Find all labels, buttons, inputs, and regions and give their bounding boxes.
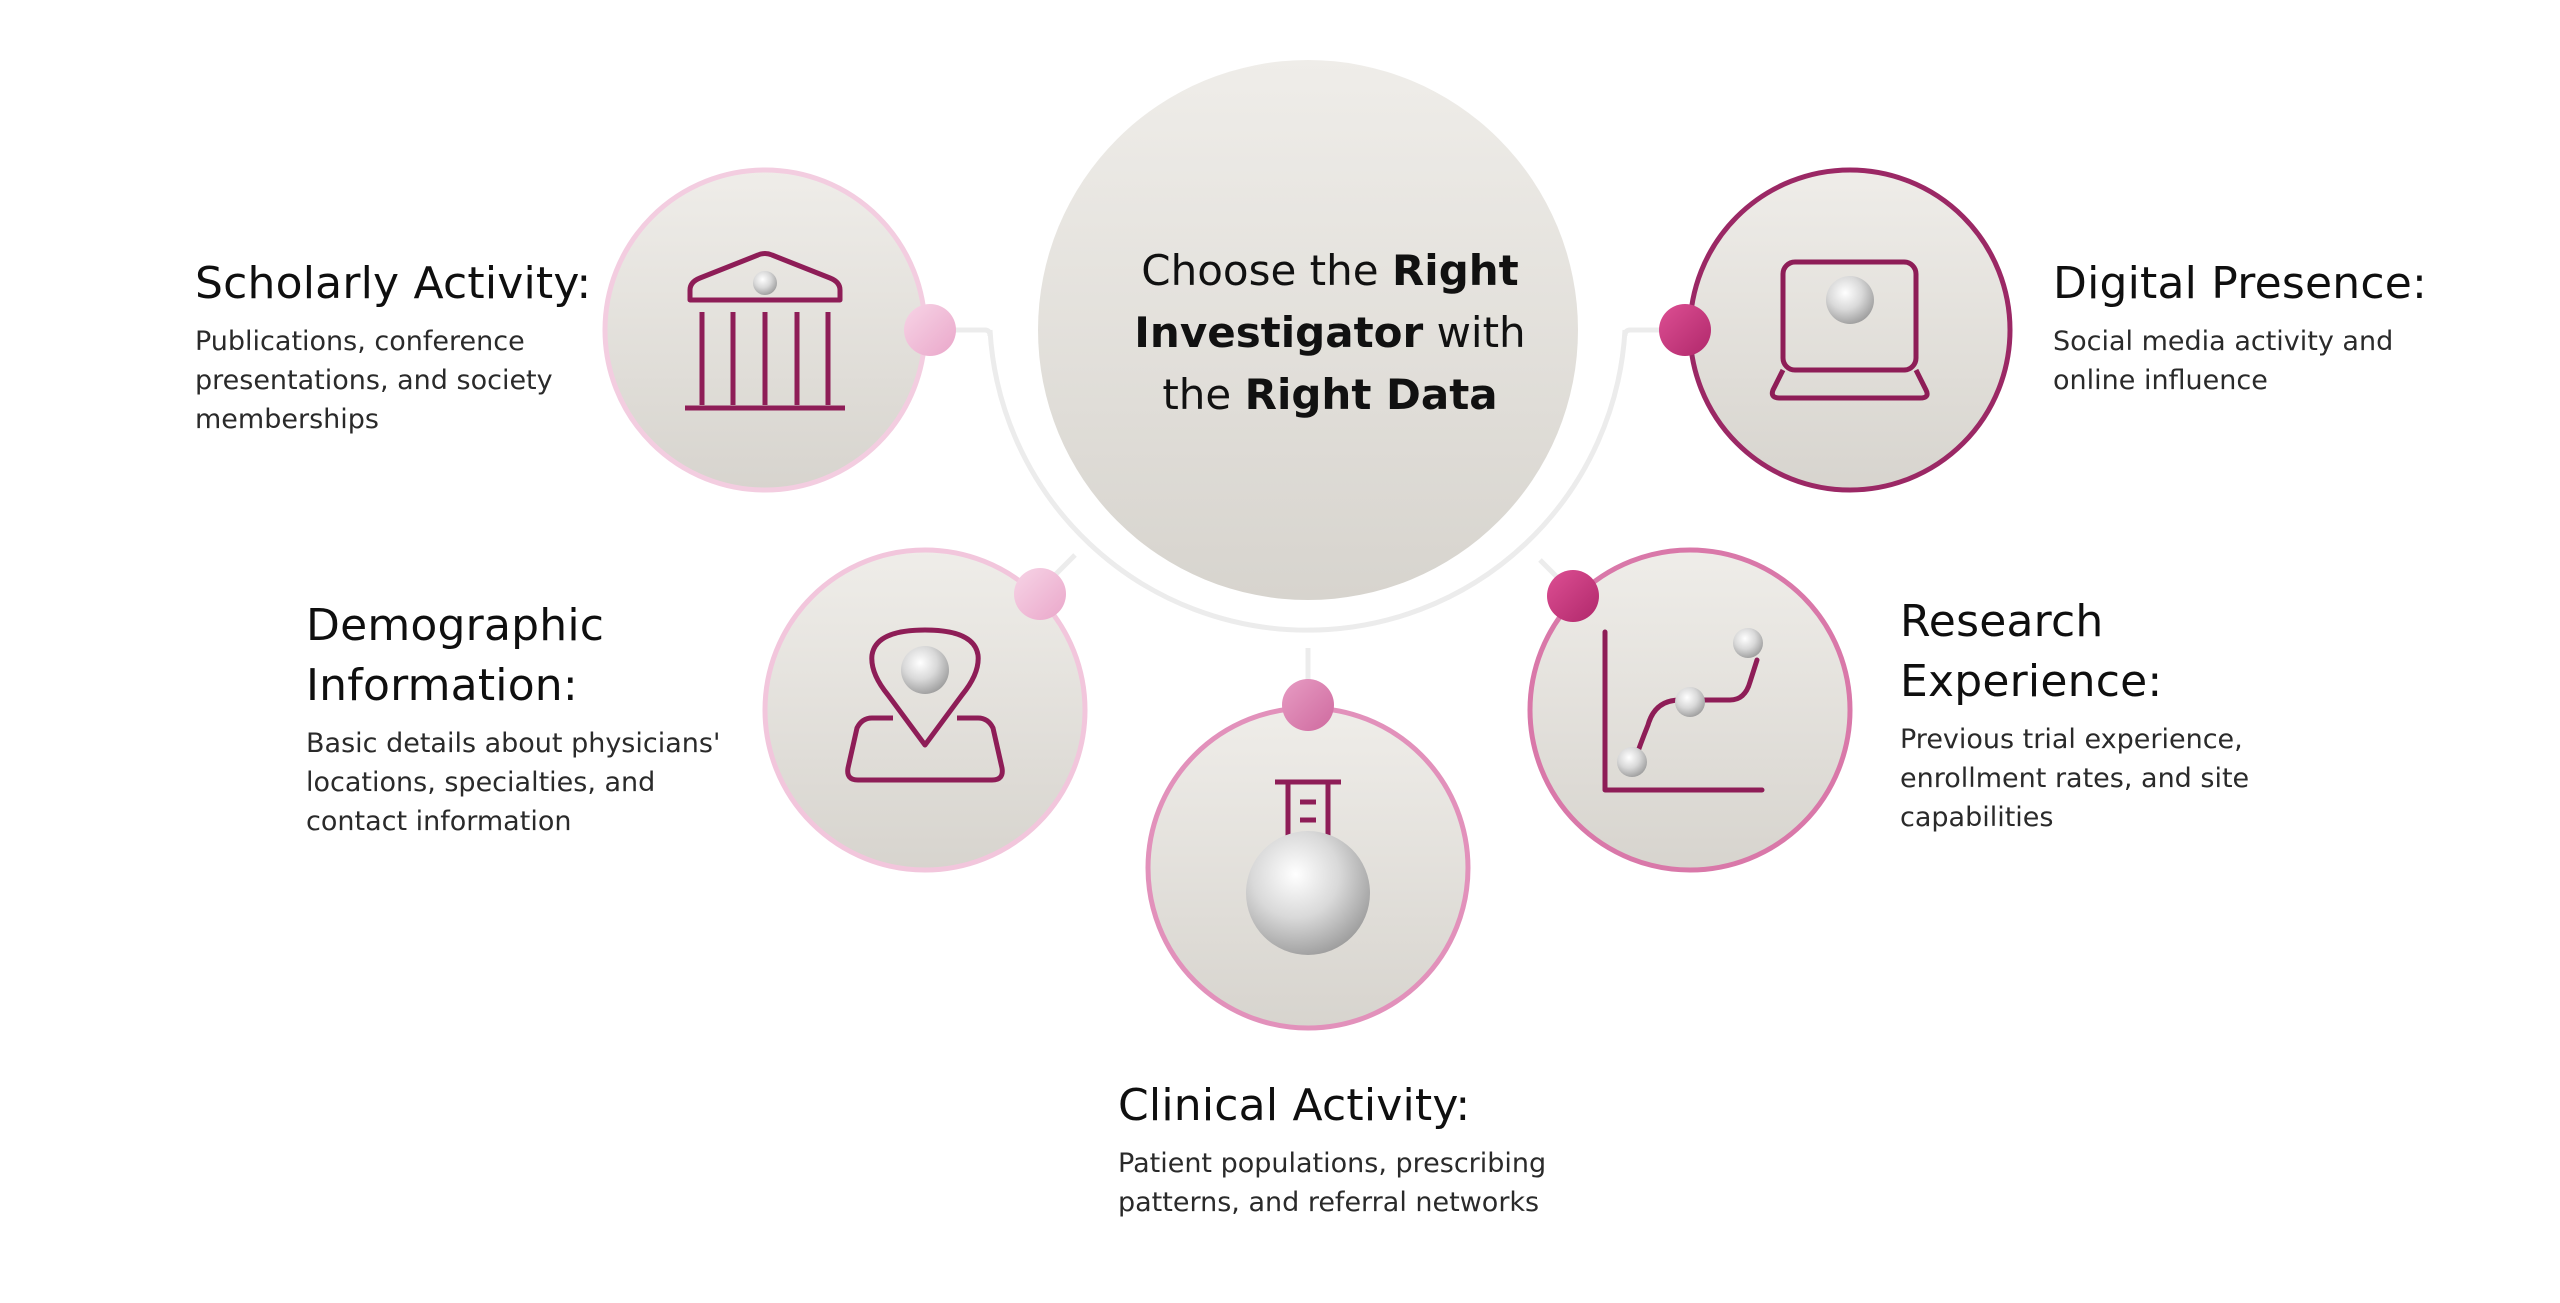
clinical-connector-dot (1282, 679, 1334, 731)
laptop-icon-dot (1826, 276, 1874, 324)
pin-icon-dot (901, 646, 949, 694)
research-desc-line: Previous trial experience, (1900, 724, 2243, 755)
scholarly-desc-line: memberships (195, 404, 379, 435)
research-desc-line: capabilities (1900, 802, 2054, 833)
research-node (1527, 547, 1853, 873)
chart-point-1 (1617, 747, 1647, 777)
location-pin-icon (845, 627, 1005, 783)
digital-node (1659, 167, 2013, 493)
chart-point-3 (1733, 628, 1763, 658)
research-title-line: Experience: (1900, 656, 2163, 707)
research-description: Previous trial experience, enrollment ra… (1900, 720, 2340, 837)
clinical-node (1145, 679, 1471, 1031)
scholarly-desc-line: Publications, conference (195, 326, 525, 357)
bank-icon-dot (753, 271, 777, 295)
laptop-icon (1769, 259, 1930, 401)
center-line-1a: Choose the (1141, 246, 1392, 295)
bank-icon (685, 251, 845, 411)
demographic-description: Basic details about physicians' location… (306, 724, 746, 841)
digital-title: Digital Presence: (2053, 258, 2428, 309)
center-line-3b: Right Data (1244, 370, 1498, 419)
chart-point-2 (1675, 687, 1705, 717)
connector-digital (1622, 327, 1685, 337)
flask-icon (1275, 779, 1341, 840)
digital-text: Digital Presence: Social media activity … (2053, 254, 2513, 400)
demographic-node (762, 547, 1088, 873)
demographic-title-line: Information: (306, 660, 578, 711)
clinical-description: Patient populations, prescribing pattern… (1118, 1144, 1598, 1222)
demographic-title: Demographic Information: (306, 596, 746, 716)
connector-arc (987, 329, 1628, 633)
digital-connector-dot (1659, 304, 1711, 356)
connector-scholarly (930, 327, 993, 337)
clinical-title: Clinical Activity: (1118, 1080, 1471, 1131)
clinical-text: Clinical Activity: Patient populations, … (1118, 1076, 1598, 1222)
center-heading: Choose the Right Investigator with the R… (1060, 240, 1600, 426)
flask-bulb (1246, 831, 1370, 955)
center-line-1b: Right (1391, 246, 1519, 295)
demographic-text: Demographic Information: Basic details a… (306, 596, 746, 841)
clinical-desc-line: Patient populations, prescribing (1118, 1148, 1547, 1179)
digital-description: Social media activity and online influen… (2053, 322, 2513, 400)
demographic-desc-line: contact information (306, 806, 572, 837)
center-line-2a: Investigator (1134, 308, 1424, 357)
scholarly-connector-dot (904, 304, 956, 356)
demographic-connector-dot (1014, 568, 1066, 620)
research-text: Research Experience: Previous trial expe… (1900, 592, 2340, 837)
demographic-desc-line: locations, specialties, and (306, 767, 656, 798)
clinical-desc-line: patterns, and referral networks (1118, 1187, 1540, 1218)
scholarly-text: Scholarly Activity: Publications, confer… (195, 254, 635, 439)
digital-desc-line: Social media activity and (2053, 326, 2394, 357)
scholarly-title: Scholarly Activity: (195, 258, 592, 309)
center-line-3a: the (1162, 370, 1245, 419)
center-line-2b: with (1423, 308, 1526, 357)
line-chart-icon (1602, 629, 1765, 793)
research-title-line: Research (1900, 596, 2104, 647)
research-title: Research Experience: (1900, 592, 2340, 712)
center-circle (1038, 60, 1578, 600)
research-desc-line: enrollment rates, and site (1900, 763, 2250, 794)
demographic-title-line: Demographic (306, 600, 605, 651)
scholarly-node (602, 167, 956, 493)
demographic-desc-line: Basic details about physicians' (306, 728, 721, 759)
scholarly-desc-line: presentations, and society (195, 365, 553, 396)
digital-desc-line: online influence (2053, 365, 2268, 396)
research-connector-dot (1547, 570, 1599, 622)
scholarly-description: Publications, conference presentations, … (195, 322, 635, 439)
